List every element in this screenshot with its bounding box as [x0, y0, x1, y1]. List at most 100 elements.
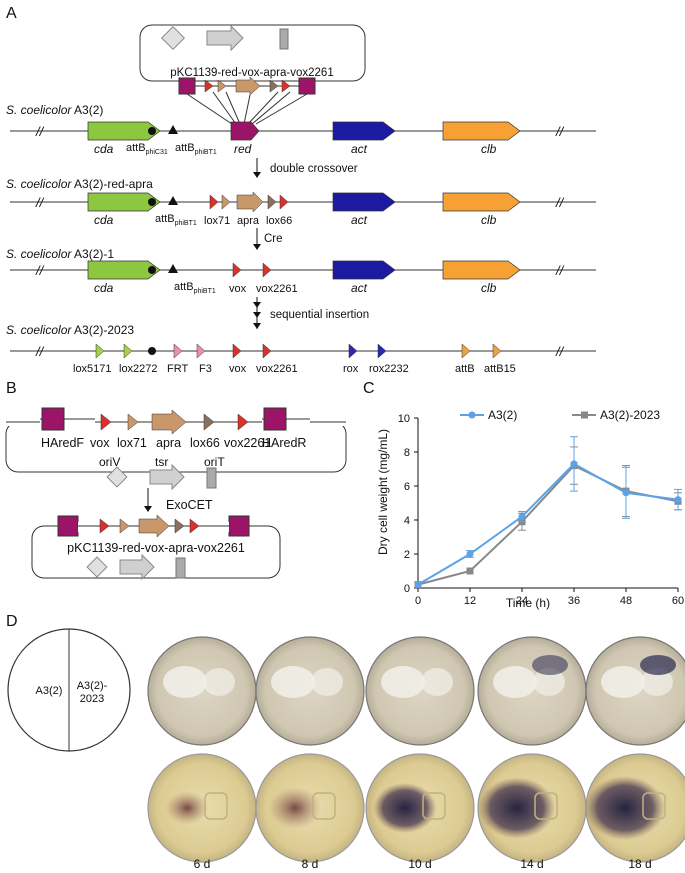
svg-text:attB15: attB15	[484, 363, 516, 375]
panel-label-b: B	[6, 380, 17, 397]
cda-gene	[87, 121, 161, 141]
plate-bottom-5	[585, 753, 685, 863]
orit-icon	[279, 28, 289, 50]
svg-text:vox: vox	[229, 363, 247, 375]
svg-text:apra: apra	[156, 436, 181, 450]
day-label-5: 18 d	[628, 857, 651, 871]
svg-text://: //	[35, 263, 45, 278]
y-tick-label: 2	[404, 549, 410, 561]
svg-text:lox66: lox66	[190, 436, 220, 450]
svg-text:FRT: FRT	[167, 363, 188, 375]
svg-text:vox2261: vox2261	[256, 283, 298, 295]
svg-text:clb: clb	[481, 213, 497, 227]
strain-row-4: S. coelicolor A3(2)-2023 // // lox5171 l…	[6, 323, 596, 375]
svg-text:vox2261: vox2261	[256, 363, 298, 375]
x-tick-label: 48	[620, 595, 632, 607]
panel-label-c: C	[363, 380, 375, 397]
data-point	[518, 513, 526, 521]
strain-4-name: S. coelicolor A3(2)-2023	[6, 323, 134, 337]
svg-text://: //	[555, 344, 565, 359]
data-point	[466, 567, 474, 575]
svg-text://: //	[35, 195, 45, 210]
strain-row-1: S. coelicolor A3(2) // // cda attBphiC31…	[6, 103, 596, 156]
data-point	[414, 581, 422, 589]
svg-text:lox2272: lox2272	[119, 363, 158, 375]
svg-text:tsr: tsr	[155, 455, 168, 469]
panel-label-d: D	[6, 613, 18, 630]
step-double-crossover: double crossover	[270, 163, 358, 175]
tsr-arrow-icon	[206, 24, 244, 52]
attb-phic31-label: attBphiC31	[126, 142, 168, 156]
ha-block-right	[298, 77, 316, 95]
svg-text:clb: clb	[481, 281, 497, 295]
plate-top-4	[477, 636, 587, 746]
svg-text:A3(2)-: A3(2)-	[77, 680, 108, 692]
panel-d: A3(2) A3(2)- 2023 6 d 8 d 10 d 14 d 18 d	[7, 628, 685, 871]
svg-text:vox: vox	[90, 436, 110, 450]
svg-text:vox: vox	[229, 283, 247, 295]
oriv-icon	[106, 466, 128, 488]
panel-label-a: A	[6, 5, 17, 22]
x-tick-label: 24	[516, 595, 528, 607]
svg-text:oriV: oriV	[99, 455, 120, 469]
plate-top-1	[147, 636, 257, 746]
strain-2-name: S. coelicolor A3(2)-red-apra	[6, 177, 153, 191]
plate-top-5	[585, 636, 685, 746]
legend: A3(2) A3(2)-2023	[460, 408, 660, 422]
plasmid-diagram: pKC1139-red-vox-apra-vox2261	[139, 24, 366, 125]
x-axis-label: Time (h)	[506, 596, 550, 610]
y-tick-label: 6	[404, 481, 410, 493]
svg-text:apra: apra	[237, 215, 260, 227]
day-label-1: 6 d	[194, 857, 211, 871]
clb-gene	[442, 121, 521, 141]
svg-text:red: red	[234, 142, 252, 156]
panel-c-chart: Dry cell weight (mg/mL) Time (h) A3(2) A…	[376, 408, 684, 610]
plate-bottom-1	[147, 753, 257, 863]
svg-text://: //	[35, 124, 45, 139]
svg-text://: //	[35, 344, 45, 359]
svg-text:2023: 2023	[80, 693, 104, 705]
day-label-4: 14 d	[520, 857, 543, 871]
day-label-2: 8 d	[302, 857, 319, 871]
oriv-icon	[160, 25, 186, 51]
legend-series-2: A3(2)-2023	[600, 408, 660, 422]
hared-f-block	[41, 407, 65, 431]
svg-text://: //	[555, 124, 565, 139]
panel-a: pKC1139-red-vox-apra-vox2261 S. coelicol…	[6, 24, 596, 375]
tsr-arrow-icon	[149, 463, 185, 491]
series-line-1	[417, 462, 679, 586]
attb-phibt1-label: attBphiBT1	[175, 142, 217, 156]
svg-text:HAredR: HAredR	[262, 436, 306, 450]
plate-bottom-4	[477, 753, 587, 863]
day-label-3: 10 d	[408, 857, 431, 871]
svg-text:rox: rox	[343, 363, 359, 375]
step-cre: Cre	[264, 233, 283, 245]
plate-key: A3(2) A3(2)- 2023	[7, 628, 131, 752]
svg-text:cda: cda	[94, 142, 114, 156]
plate-bottom-3	[365, 753, 475, 863]
svg-text:act: act	[351, 142, 368, 156]
svg-text:rox2232: rox2232	[369, 363, 409, 375]
strain-row-2: S. coelicolor A3(2)-red-apra // // cda a…	[6, 177, 596, 227]
plate-top-2	[255, 636, 365, 746]
y-tick-label: 0	[404, 583, 410, 595]
svg-text:attBphiBT1: attBphiBT1	[155, 213, 197, 227]
data-point	[622, 489, 630, 497]
svg-text:cda: cda	[94, 281, 114, 295]
hared-r-block	[263, 407, 287, 431]
legend-series-1: A3(2)	[488, 408, 517, 422]
svg-text:oriT: oriT	[204, 455, 225, 469]
svg-text:cda: cda	[94, 213, 114, 227]
svg-text:attBphiBT1: attBphiBT1	[174, 281, 216, 295]
svg-text:lox66: lox66	[266, 215, 292, 227]
exocet-label: ExoCET	[166, 498, 213, 512]
ha-block-left	[178, 77, 196, 95]
panel-b: HAredF HAredR vox lox71 apra lox66 vox22…	[5, 407, 347, 581]
plasmid-name: pKC1139-red-vox-apra-vox2261	[170, 67, 333, 79]
step-sequential-insertion: sequential insertion	[270, 309, 369, 321]
red-gene	[230, 121, 260, 141]
product-plasmid-name: pKC1139-red-vox-apra-vox2261	[67, 541, 245, 555]
strain-row-3: S. coelicolor A3(2)-1 // // cda attBphiB…	[6, 247, 596, 295]
svg-text:clb: clb	[481, 142, 497, 156]
x-tick-label: 36	[568, 595, 580, 607]
